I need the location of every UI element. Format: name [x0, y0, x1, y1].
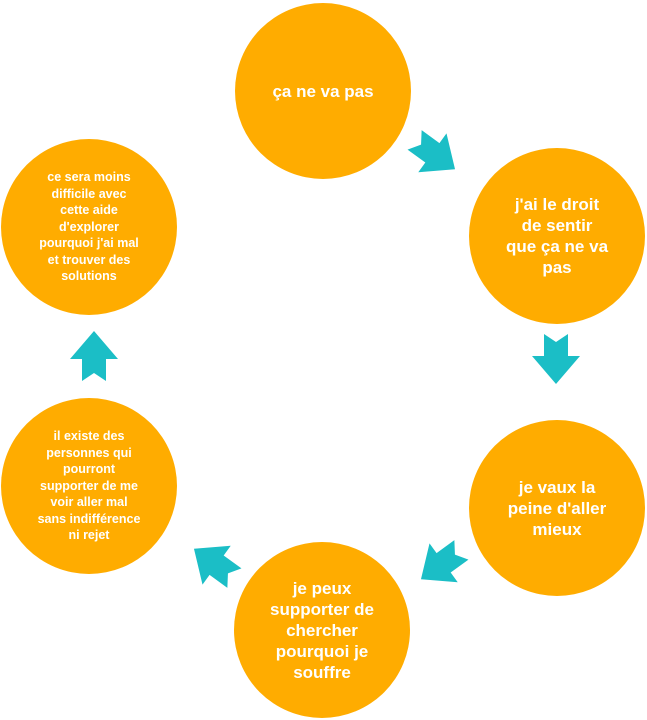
- cycle-arrow-5-to-6: [64, 327, 124, 387]
- cycle-node-6: ce sera moins difficile avec cette aide …: [1, 139, 177, 315]
- chevron-arrow-icon: [193, 545, 242, 588]
- chevron-arrow-icon: [532, 334, 580, 384]
- cycle-arrow-4-to-5: [173, 522, 257, 606]
- cycle-node-3: je vaux la peine d'aller mieux: [469, 420, 645, 596]
- cycle-node-6-label: ce sera moins difficile avec cette aide …: [39, 170, 139, 284]
- cycle-node-2-label: j'ai le droit de sentir que ça ne va pas: [505, 195, 609, 277]
- cycle-arrow-3-to-4: [400, 522, 484, 606]
- chevron-arrow-icon: [420, 540, 469, 583]
- cycle-arrow-1-to-2: [392, 112, 476, 196]
- cycle-node-1: ça ne va pas: [235, 3, 411, 179]
- cycle-node-3-label: je vaux la peine d'aller mieux: [507, 477, 607, 539]
- chevron-arrow-icon: [70, 331, 118, 381]
- cycle-node-4-label: je peux supporter de chercher pourquoi j…: [270, 578, 374, 682]
- cycle-node-1-label: ça ne va pas: [272, 81, 374, 101]
- cycle-node-5: il existe des personnes qui pourront sup…: [1, 398, 177, 574]
- chevron-arrow-icon: [407, 130, 456, 173]
- cycle-arrow-2-to-3: [526, 328, 586, 388]
- cycle-node-4: je peux supporter de chercher pourquoi j…: [234, 542, 410, 718]
- cycle-node-5-label: il existe des personnes qui pourront sup…: [37, 429, 141, 543]
- cycle-node-2: j'ai le droit de sentir que ça ne va pas: [469, 148, 645, 324]
